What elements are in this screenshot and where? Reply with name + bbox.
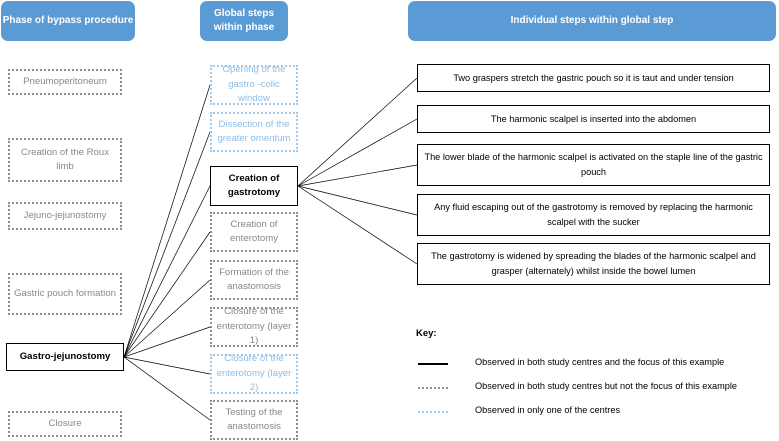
individual-step-1: Two graspers stretch the gastric pouch s… (417, 64, 770, 92)
global-step-closure-layer-1: Closure of the enterotomy (layer 1) (210, 306, 298, 347)
individual-step-4: Any fluid escaping out of the gastrotomy… (417, 194, 770, 236)
header-individual: Individual steps within global step (408, 1, 776, 41)
connector-phase-to-global-3 (123, 185, 211, 358)
phase-closure: Closure (8, 411, 122, 437)
global-step-closure-layer-2: Closure of the enterotomy (layer 2) (210, 353, 298, 394)
key-line-solid (418, 363, 448, 365)
connector-phase-to-global-8 (123, 356, 211, 421)
key-label-blue-dotted: Observed in only one of the centres (475, 405, 621, 415)
key-line-blue-dotted (418, 411, 448, 413)
individual-step-5: The gastrotomy is widened by spreading t… (417, 243, 770, 285)
individual-step-2: The harmonic scalpel is inserted into th… (417, 105, 770, 133)
global-step-testing-anastomosis: Testing of the anastomosis (210, 400, 298, 440)
global-step-creation-of-gastrotomy: Creation of gastrotomy (210, 166, 298, 206)
global-step-gastro-colic-window: Opening of the gastro -colic window (210, 64, 298, 105)
key-title: Key: (416, 328, 437, 339)
connector-global-to-step-2 (297, 118, 418, 187)
connector-phase-to-global-5 (123, 279, 211, 358)
phase-jejuno-jejunostomy: Jejuno-jejunostomy (8, 202, 122, 230)
phase-gastric-pouch: Gastric pouch formation (8, 273, 122, 315)
key-line-grey-dotted (418, 387, 448, 389)
connector-global-to-step-4 (297, 185, 418, 216)
phase-pneumoperitoneum: Pneumoperitoneum (8, 69, 122, 95)
phase-gastro-jejunostomy: Gastro-jejunostomy (6, 343, 124, 371)
phase-roux-limb: Creation of the Roux limb (8, 138, 122, 182)
key-label-grey-dotted: Observed in both study centres but not t… (475, 381, 737, 391)
global-step-formation-of-anastomosis: Formation of the anastomosis (210, 260, 298, 300)
header-global: Global steps within phase (200, 1, 288, 41)
connector-global-to-step-3 (297, 164, 418, 187)
connector-phase-to-global-7 (123, 356, 211, 375)
global-step-greater-omentum: Dissection of the greater omentum (210, 112, 298, 152)
global-step-creation-of-enterotomy: Creation of enterotomy (210, 212, 298, 252)
connector-global-to-step-5 (297, 185, 418, 265)
connector-phase-to-global-1 (123, 84, 211, 358)
header-phase: Phase of bypass procedure (1, 1, 135, 41)
connector-phase-to-global-6 (123, 326, 211, 358)
individual-step-3: The lower blade of the harmonic scalpel … (417, 144, 770, 186)
connector-phase-to-global-4 (123, 231, 211, 358)
connector-global-to-step-1 (297, 77, 418, 187)
connector-phase-to-global-2 (123, 131, 211, 358)
key-label-solid: Observed in both study centres and the f… (475, 357, 725, 367)
